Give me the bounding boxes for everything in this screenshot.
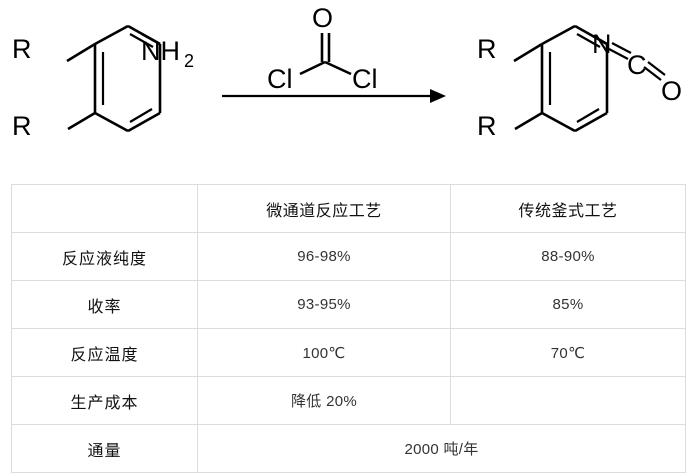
prod-bond-r-top (513, 42, 543, 63)
bond-n-c-a (611, 42, 632, 54)
bond-r-top-to-ring (66, 42, 96, 63)
bond-ring-lower-left (94, 111, 129, 133)
row-merged-value: 2000 吨/年 (197, 424, 686, 473)
row-traditional-value: 88-90% (450, 232, 686, 281)
amine-subscript-label: 2 (184, 51, 194, 71)
bond-c-cl-left (299, 60, 326, 76)
prod-double-bond-top (576, 33, 601, 48)
prod-double-bond-bottom (576, 108, 600, 123)
prod-bond-lower-right (574, 111, 608, 133)
table-row: 生产成本 降低 20% (11, 376, 686, 425)
bond-ring-lower-right (127, 111, 161, 133)
table-row: 反应液纯度 96-98% 88-90% (11, 232, 686, 281)
row-metric-label: 反应温度 (11, 328, 198, 377)
isocyanate-carbon-label: C (627, 50, 647, 80)
row-microchannel-value: 96-98% (197, 232, 451, 281)
row-microchannel-value: 100℃ (197, 328, 451, 377)
bond-c-o-b (643, 66, 662, 81)
isocyanate-nitrogen-label: N (592, 29, 612, 59)
row-metric-label: 通量 (11, 424, 198, 473)
prod-bond-lower-left (541, 111, 576, 133)
bond-c-o-a (647, 61, 666, 76)
header-microchannel-process: 微通道反应工艺 (197, 184, 451, 233)
reaction-scheme: R R NH 2 O Cl Cl (0, 0, 694, 180)
table-header-row: 微通道反应工艺 传统釜式工艺 (11, 184, 686, 233)
isocyanate-oxygen-label: O (661, 76, 682, 106)
bond-n-c-b (608, 48, 629, 60)
bond-ring-to-nitrogen (592, 34, 608, 46)
reactant-r-top-label: R (12, 34, 32, 64)
phosgene-oxygen-label: O (312, 3, 333, 33)
row-microchannel-value: 降低 20% (197, 376, 451, 425)
bond-c-cl-right (324, 60, 352, 76)
bond-ring-to-amine (141, 32, 161, 46)
bond-ring-upper-left (94, 24, 129, 46)
table-row: 反应温度 100℃ 70℃ (11, 328, 686, 377)
row-traditional-value: 85% (450, 280, 686, 329)
row-traditional-value: 70℃ (450, 328, 686, 377)
row-microchannel-value: 93-95% (197, 280, 451, 329)
arrow-head (430, 89, 446, 103)
row-metric-label: 收率 (11, 280, 198, 329)
row-traditional-value-empty (450, 376, 686, 425)
phosgene-chlorine-right-label: Cl (352, 64, 378, 94)
table-row-merged: 通量 2000 吨/年 (11, 424, 686, 473)
product-r-top-label: R (477, 34, 497, 64)
header-traditional-process: 传统釜式工艺 (450, 184, 686, 233)
prod-bond-r-bottom (514, 111, 543, 131)
product-structure: R R N C O (477, 24, 682, 141)
reactant-structure: R R NH 2 (12, 24, 194, 141)
double-bond-inner-top (129, 33, 154, 48)
row-metric-label: 生产成本 (11, 376, 198, 425)
reagent-phosgene: O Cl Cl (267, 3, 378, 94)
product-r-bottom-label: R (477, 111, 497, 141)
table-row: 收率 93-95% 85% (11, 280, 686, 329)
bond-r-bottom-to-ring (67, 111, 96, 131)
reactant-r-bottom-label: R (12, 111, 32, 141)
header-metric (11, 184, 198, 233)
reaction-arrow (222, 89, 446, 103)
double-bond-inner-bottom (129, 108, 153, 123)
prod-bond-upper-left (541, 24, 576, 46)
phosgene-chlorine-left-label: Cl (267, 64, 293, 94)
row-metric-label: 反应液纯度 (11, 232, 198, 281)
amine-group-label: NH (141, 36, 180, 66)
process-comparison-table: 微通道反应工艺 传统釜式工艺 反应液纯度 96-98% 88-90% 收率 93… (11, 184, 686, 473)
